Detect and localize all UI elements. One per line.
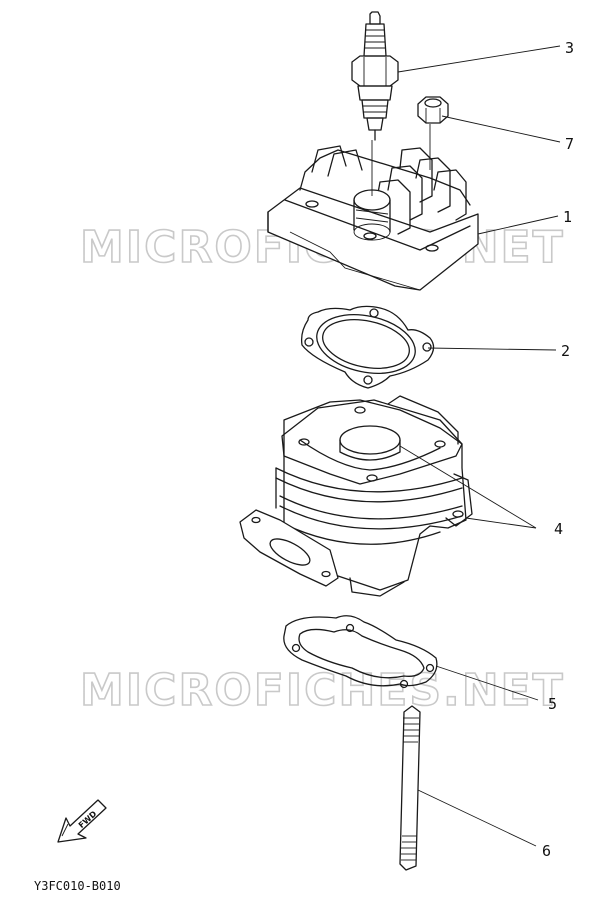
- callout-1-label: 1: [563, 208, 572, 226]
- cylinder-head-part: [267, 145, 479, 291]
- forward-direction-arrow-icon: FWD: [57, 799, 107, 843]
- callout-leaders: [371, 45, 561, 847]
- cylinder-base-gasket-part: [283, 615, 438, 689]
- callout-2-label: 2: [561, 342, 570, 360]
- stud-bolt-part: [399, 705, 421, 871]
- callout-7-label: 7: [565, 135, 574, 153]
- callout-3-label: 3: [565, 39, 574, 57]
- drawing-code: Y3FC010-B010: [34, 879, 121, 893]
- cylinder-head-gasket-part: [300, 305, 435, 389]
- cylinder-head-nut-part: [417, 96, 449, 124]
- callout-5-label: 5: [548, 695, 557, 713]
- cylinder-part: [239, 395, 473, 597]
- spark-plug-part: [351, 11, 399, 141]
- callout-6-label: 6: [542, 842, 551, 860]
- watermark-bottom: MICROFICHES.NET: [80, 665, 565, 716]
- callout-4-label: 4: [554, 520, 563, 538]
